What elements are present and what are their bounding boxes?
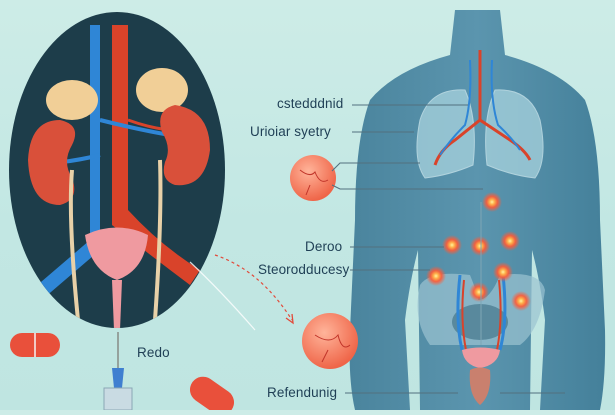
syringe-icon [103,332,133,411]
bladder-icon [85,227,148,280]
label-deroo: Deroo [305,239,343,254]
hotspot-icon [426,192,531,311]
bladder-icon [462,347,500,368]
label-refendunig: Refendunig [267,385,338,400]
cell-icon [290,155,358,369]
kidney-icon [28,68,210,205]
pill-icon [10,333,235,415]
kidney-inset [9,12,225,328]
label-redo: Redo [137,345,170,360]
label-osteoid: cstedddnid [277,96,344,111]
leader-lines [331,104,565,394]
lungs-icon [416,50,544,179]
label-urinary-system: Urioiar syetry [250,124,331,139]
torso-figure [349,10,606,410]
label-steroid: Steorodducesy [258,262,350,277]
